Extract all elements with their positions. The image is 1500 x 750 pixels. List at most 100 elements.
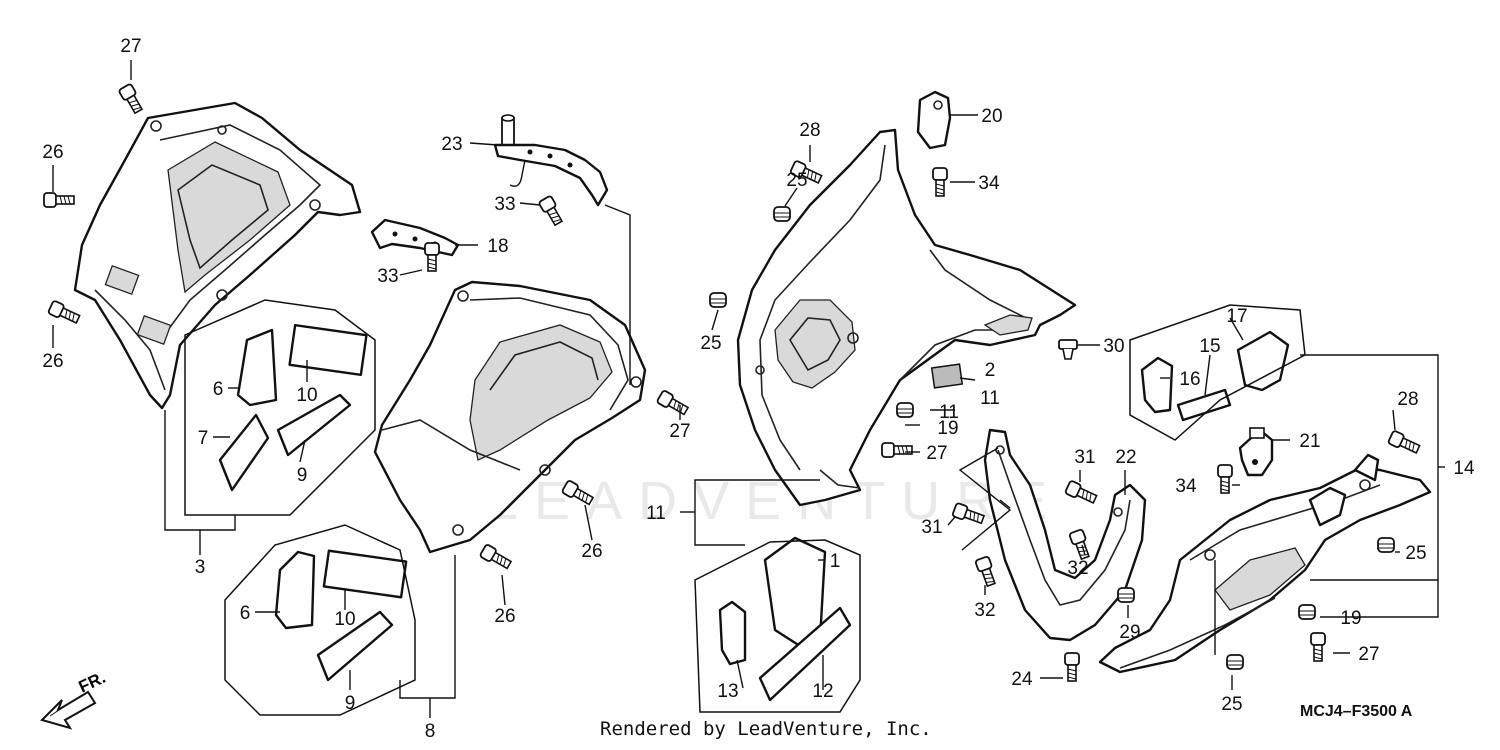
insulator-set-b [274, 549, 408, 682]
label-34: 34 [1175, 476, 1197, 497]
label-11: 11 [980, 388, 1000, 409]
label-9: 9 [297, 465, 308, 486]
bracket-21 [1238, 427, 1274, 477]
stay-22 [983, 428, 1147, 642]
label-29: 29 [1119, 622, 1140, 643]
label-12: 12 [812, 681, 833, 702]
label-11: 11 [939, 402, 959, 423]
label-27: 27 [926, 443, 947, 464]
label-13: 13 [717, 681, 738, 702]
front-direction-arrow: FR. [40, 668, 109, 730]
bolt-28-right [1386, 429, 1422, 457]
label-28: 28 [1397, 389, 1418, 410]
pad-2 [930, 363, 964, 389]
bolt-27-center [881, 442, 913, 458]
insulator-set-a [218, 323, 368, 492]
direction-label: FR. [76, 668, 109, 697]
nut-29 [1117, 587, 1135, 603]
bolt-34-b [1217, 464, 1233, 494]
label-25: 25 [1405, 543, 1426, 564]
bolt-31-b [951, 501, 986, 528]
label-26: 26 [42, 142, 63, 163]
label-26: 26 [581, 541, 602, 562]
label-22: 22 [1115, 447, 1136, 468]
bolt-27-mid [655, 389, 691, 418]
label-18: 18 [487, 236, 508, 257]
lower-cowl-right [1098, 453, 1432, 674]
bolt-26-c [560, 479, 596, 508]
screw-32-a [1068, 528, 1093, 562]
label-2: 2 [985, 360, 996, 381]
label-31: 31 [921, 517, 942, 538]
label-25: 25 [700, 333, 721, 354]
label-25: 25 [786, 170, 807, 191]
label-27: 27 [120, 36, 141, 57]
diagram-reference-code: MCJ4–F3500 A [1300, 703, 1413, 720]
label-3: 3 [195, 557, 206, 578]
bolt-27-right [1310, 632, 1326, 662]
bolt-26-a [43, 192, 75, 208]
bolt-26-b [46, 299, 82, 327]
label-19: 19 [937, 418, 958, 439]
label-31: 31 [1074, 447, 1095, 468]
screw-32-b [974, 555, 999, 589]
label-7: 7 [198, 428, 209, 449]
bracket-23 [493, 114, 609, 207]
label-25: 25 [1221, 694, 1242, 715]
render-credit: Rendered by LeadVenture, Inc. [600, 718, 932, 740]
label-30: 30 [1103, 336, 1124, 357]
label-17: 17 [1226, 306, 1247, 327]
label-33: 33 [377, 266, 398, 287]
insulator-set-c [718, 536, 852, 702]
bolt-24 [1064, 652, 1080, 682]
label-10: 10 [296, 385, 317, 406]
label-32: 32 [1067, 558, 1088, 579]
nut-25-d [1226, 654, 1244, 670]
inner-panel-left [73, 101, 362, 410]
bolt-33-b [424, 242, 440, 272]
leader-lines [52, 60, 1445, 718]
bolt-27-top-left [117, 82, 146, 116]
callout-labels: 27 26 26 6 10 7 9 3 6 10 9 8 23 33 18 33… [42, 36, 1475, 742]
insulator-set-d [1140, 330, 1290, 422]
label-9: 9 [345, 693, 356, 714]
label-27: 27 [669, 421, 690, 442]
label-26: 26 [42, 351, 63, 372]
grommet-19-a [896, 402, 914, 418]
fairing-middle-left [373, 280, 647, 554]
kit-box-14 [1129, 304, 1306, 441]
label-20: 20 [981, 106, 1002, 127]
label-14: 14 [1453, 458, 1475, 479]
label-16: 16 [1179, 369, 1200, 390]
label-34: 34 [978, 173, 1000, 194]
label-1: 1 [830, 551, 841, 572]
label-33: 33 [494, 194, 515, 215]
nut-25-a [773, 206, 791, 222]
bolt-31-a [1063, 479, 1099, 507]
label-28: 28 [799, 120, 820, 141]
label-15: 15 [1199, 336, 1220, 357]
nut-25-c [1377, 537, 1395, 553]
bolt-26-d [478, 543, 514, 572]
bolt-33-a [537, 194, 566, 228]
label-26: 26 [494, 606, 515, 627]
kit-box-8 [224, 524, 416, 716]
kit-box-11 [694, 539, 861, 713]
label-19: 19 [1340, 608, 1361, 629]
label-23: 23 [441, 134, 462, 155]
watermark: LEADVENTURE [488, 471, 1064, 531]
label-24: 24 [1011, 669, 1033, 690]
grommet-19-b [1298, 604, 1316, 620]
clip-30 [1058, 339, 1078, 360]
nut-25-b [709, 292, 727, 308]
bracket-18 [370, 218, 460, 257]
label-6: 6 [240, 603, 251, 624]
label-32: 32 [974, 600, 995, 621]
label-21: 21 [1299, 431, 1320, 452]
kit-box-3 [184, 299, 376, 516]
label-10: 10 [334, 609, 355, 630]
bracket-20 [916, 90, 952, 150]
fairing-center [736, 128, 1077, 507]
